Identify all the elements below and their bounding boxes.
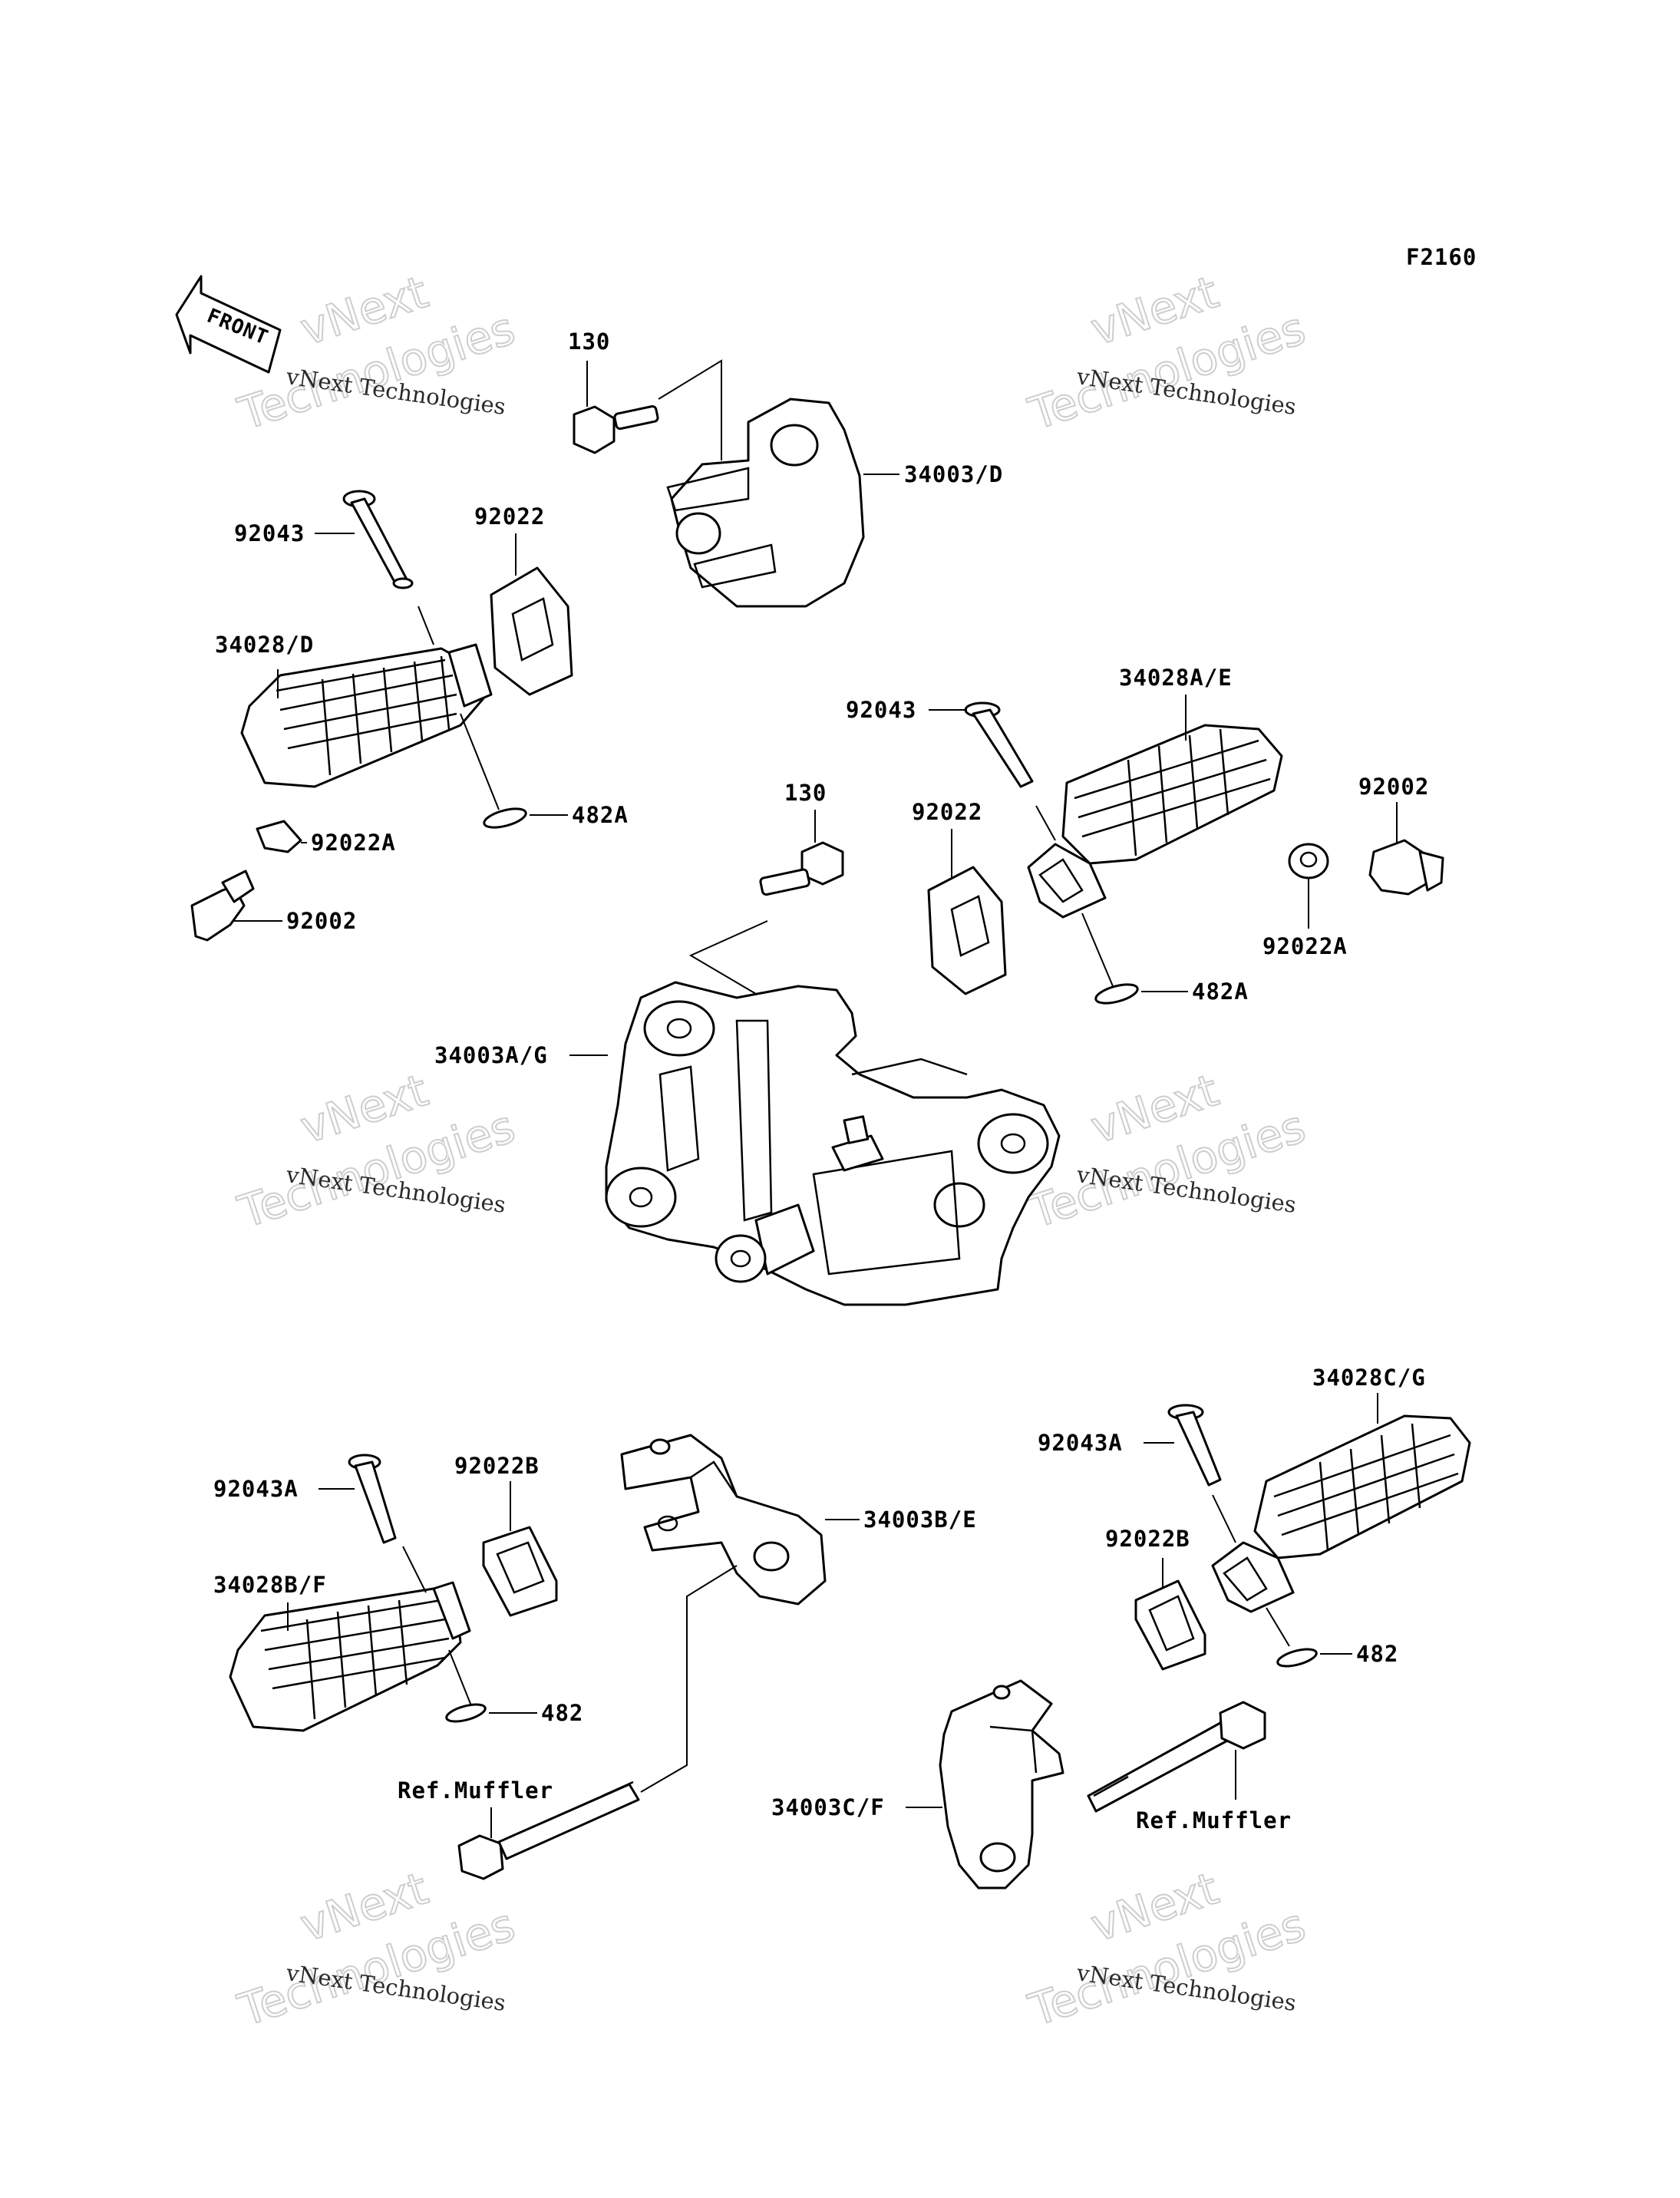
pin-92043-left (342, 490, 414, 589)
pin-92043a-rear-left (348, 1454, 397, 1544)
label-clip-rear-left: 482 (541, 1700, 583, 1726)
label-damper-left: 92002 (286, 908, 357, 934)
washer-92022b-rear-right (1134, 1579, 1206, 1671)
bolt-ref-muffler-left (457, 1565, 738, 1880)
label-pin-rear-right: 92043A (1038, 1430, 1123, 1456)
label-peg-left: 34028/D (215, 632, 314, 658)
bracket-34003c-f (939, 1679, 1064, 1889)
damper-92002-right (1368, 839, 1444, 896)
label-spacer-left: 92022A (311, 830, 396, 856)
clip-482-rear-left (445, 1703, 487, 1723)
footpeg-34028a-e (1027, 724, 1283, 987)
label-bracket-rear-right: 34003C/F (771, 1794, 885, 1820)
label-main-bracket: 34003A/G (434, 1042, 548, 1068)
label-bolt-mid: 130 (784, 780, 827, 806)
damper-92002-left (190, 870, 255, 942)
label-clip-right: 482A (1192, 979, 1249, 1005)
clip-482a-left (483, 807, 527, 829)
pin-92043a-rear-right (1167, 1404, 1222, 1487)
label-bracket-top: 34003/D (904, 461, 1003, 487)
footpeg-34028c-g (1211, 1414, 1471, 1647)
washer-92022-left (490, 566, 573, 696)
spacer-92022a-left (256, 820, 302, 853)
front-arrow-icon: FRONT (175, 275, 282, 374)
clip-482-rear-right (1276, 1648, 1318, 1668)
label-peg-right: 34028A/E (1119, 665, 1233, 691)
bolt-130-mid (688, 810, 844, 995)
washer-92022-right (927, 866, 1007, 995)
main-bracket-34003a-g (605, 981, 1061, 1306)
spacer-92022a-right (1288, 843, 1329, 880)
label-peg-rear-left: 34028B/F (213, 1572, 327, 1598)
label-washer-right: 92022 (912, 799, 982, 825)
label-pin-rear-left: 92043A (213, 1476, 299, 1502)
figure-code: F2160 (1406, 244, 1477, 270)
bracket-34003b-e (620, 1434, 827, 1606)
footpeg-34028-d (240, 606, 500, 810)
label-washer-rear-right: 92022B (1105, 1526, 1190, 1552)
pin-92043-right (964, 701, 1034, 788)
bolt-130-top (573, 359, 722, 460)
label-washer-rear-left: 92022B (454, 1453, 540, 1479)
label-bolt-top: 130 (568, 328, 610, 355)
label-bracket-rear-left: 34003B/E (863, 1507, 977, 1533)
label-ref-muffler-left: Ref.Muffler (398, 1777, 553, 1804)
label-pin-left: 92043 (234, 520, 305, 546)
bolt-ref-muffler-right (1087, 1701, 1266, 1813)
label-peg-rear-right: 34028C/G (1312, 1365, 1426, 1391)
label-clip-rear-right: 482 (1356, 1641, 1398, 1667)
label-ref-muffler-right: Ref.Muffler (1136, 1807, 1292, 1833)
label-spacer-right: 92022A (1262, 933, 1348, 959)
label-washer-left: 92022 (474, 503, 545, 530)
washer-92022b-rear-left (482, 1526, 558, 1617)
label-pin-right: 92043 (846, 697, 916, 723)
label-damper-right: 92002 (1358, 774, 1429, 800)
label-clip-left: 482A (572, 802, 629, 828)
clip-482a-right (1094, 983, 1139, 1005)
bracket-34003-d (666, 398, 865, 608)
